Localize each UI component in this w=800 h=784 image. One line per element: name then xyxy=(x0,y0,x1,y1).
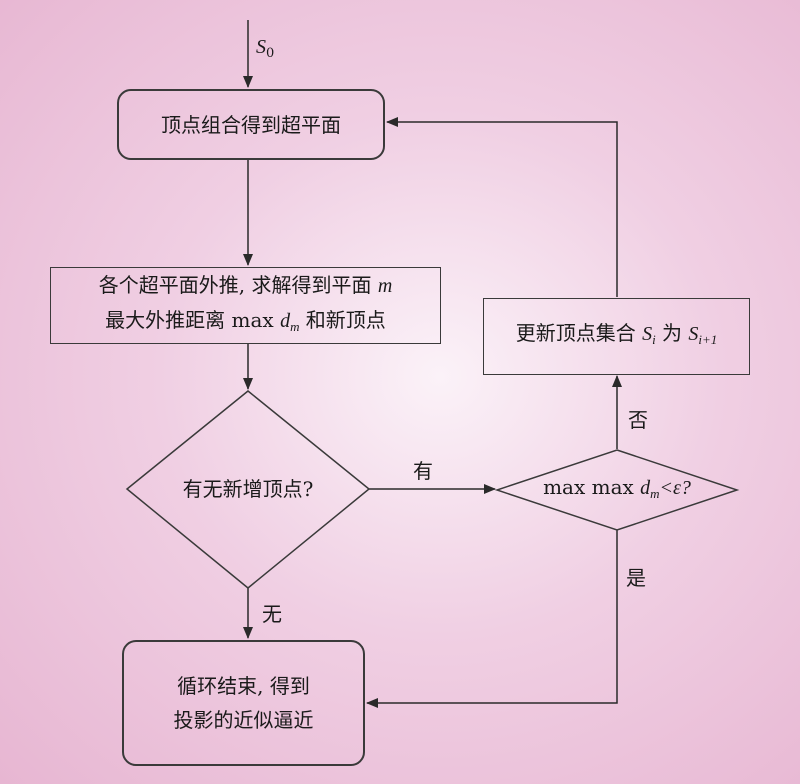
edge-label-no-threshold: 否 xyxy=(628,408,648,432)
edge-label-yes-new: 有 xyxy=(413,459,433,483)
node-extrapolate-line1: 各个超平面外推, 求解得到平面 m xyxy=(98,272,393,297)
decision-threshold-text: max max dm<ε? xyxy=(543,474,691,501)
arrow-threshold-to-end xyxy=(366,530,618,708)
node-extrapolate: 各个超平面外推, 求解得到平面 m 最大外推距离 max dm 和新顶点 xyxy=(50,267,441,344)
node-update-set: 更新顶点集合 Si 为 Si+1 xyxy=(483,298,750,375)
node-form-hyperplane-text: 顶点组合得到超平面 xyxy=(161,112,341,137)
decision-threshold: max max dm<ε? xyxy=(517,472,717,508)
node-update-set-text: 更新顶点集合 Si 为 Si+1 xyxy=(515,321,718,347)
node-end-line1: 循环结束, 得到 xyxy=(177,674,310,698)
edge-label-no-new: 无 xyxy=(262,602,282,626)
decision-diamond-new-vertex xyxy=(125,390,371,589)
node-end-line2: 投影的近似逼近 xyxy=(173,708,314,732)
node-form-hyperplane: 顶点组合得到超平面 xyxy=(117,89,385,160)
start-label: S0 xyxy=(256,36,275,61)
edge-label-yes-threshold: 是 xyxy=(626,566,646,590)
node-extrapolate-line2: 最大外推距离 max dm 和新顶点 xyxy=(105,307,386,334)
decision-new-vertex-text: 有无新增顶点? xyxy=(182,477,314,501)
decision-new-vertex: 有无新增顶点? xyxy=(148,470,348,508)
node-end: 循环结束, 得到 投影的近似逼近 xyxy=(122,640,365,766)
decision-diamond-threshold xyxy=(494,449,740,531)
arrow-update-to-hyperplane xyxy=(386,117,618,297)
